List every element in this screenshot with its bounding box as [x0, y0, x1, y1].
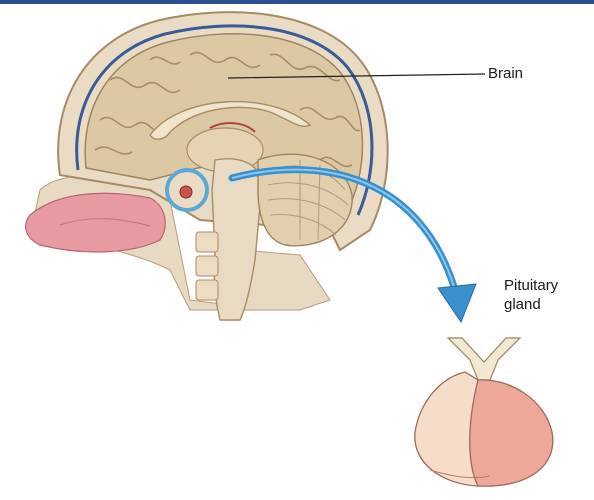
vertebrae	[196, 232, 218, 300]
gland-anterior-lobe	[415, 372, 478, 486]
gland-posterior-lobe	[470, 380, 553, 486]
label-pituitary-line1: Pituitary	[504, 276, 558, 295]
label-pituitary-line2: gland	[504, 295, 558, 314]
label-brain: Brain	[488, 64, 523, 83]
pointer-arrowhead	[438, 284, 476, 322]
label-pituitary-gland: Pituitary gland	[504, 276, 558, 314]
pituitary-small	[180, 186, 192, 198]
